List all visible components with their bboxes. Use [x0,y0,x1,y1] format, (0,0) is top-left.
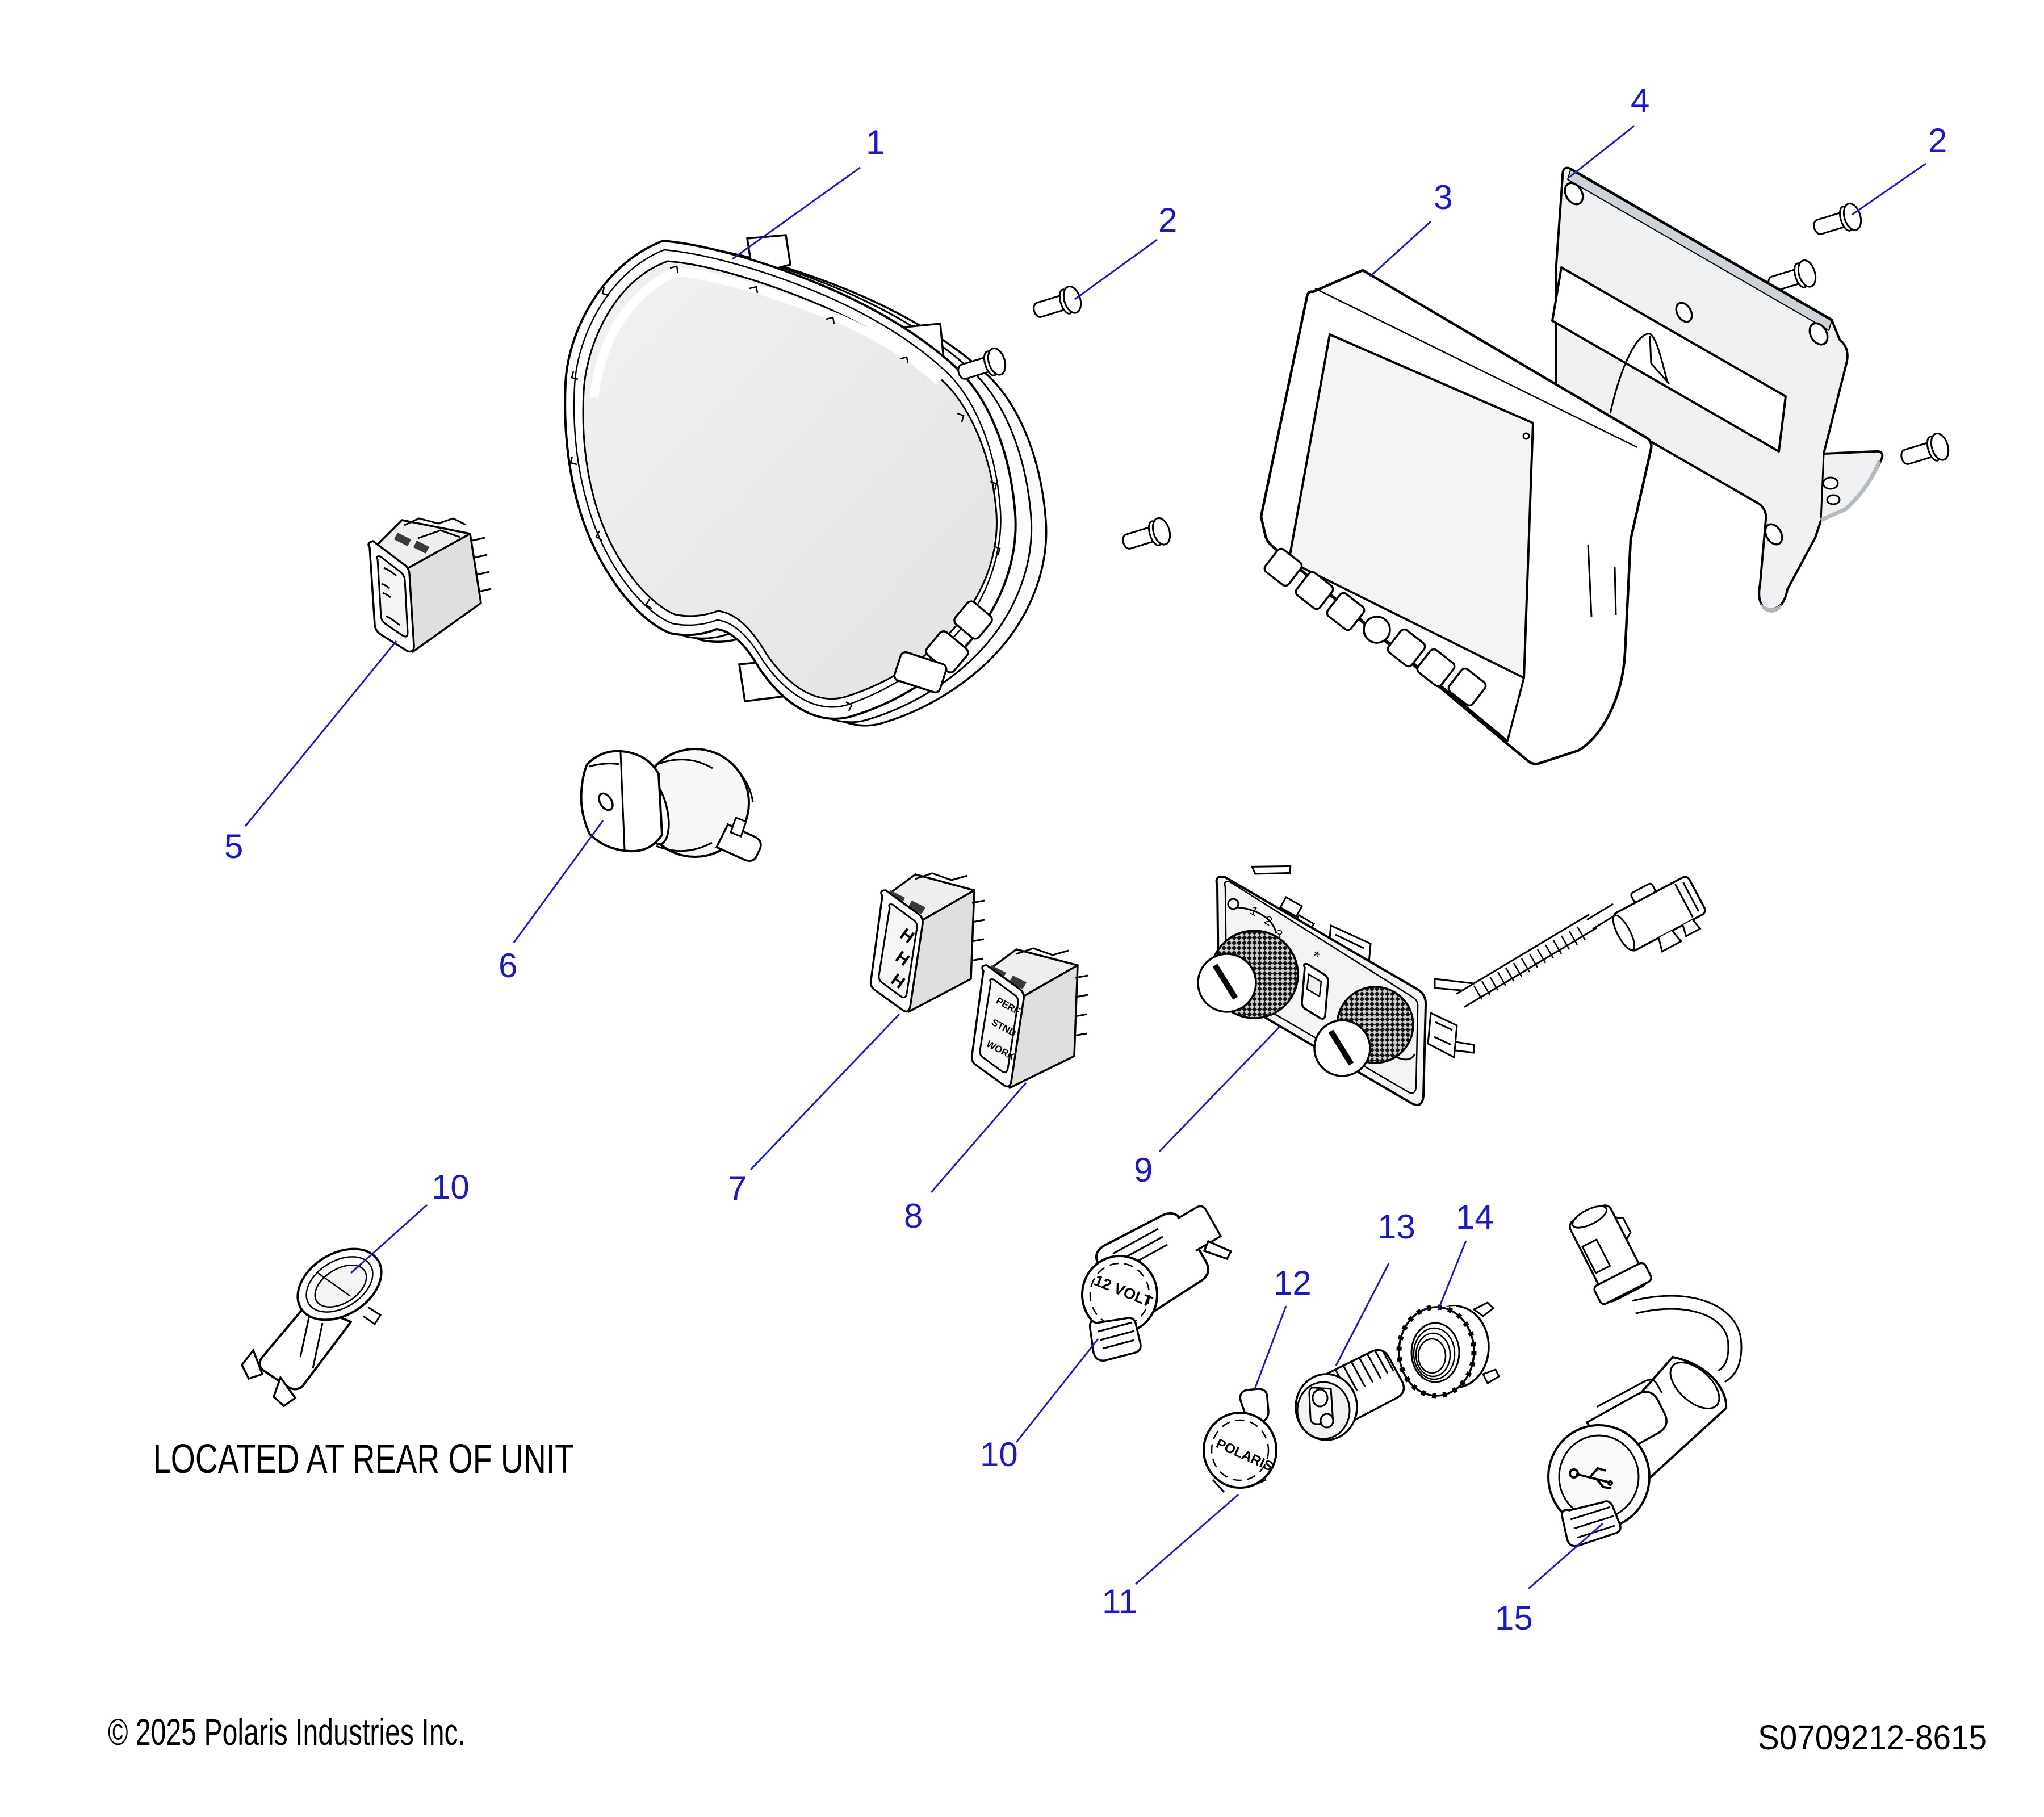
svg-text:6: 6 [499,947,517,985]
svg-text:8: 8 [904,1197,923,1235]
svg-text:12: 12 [1274,1264,1312,1302]
svg-text:10: 10 [980,1435,1018,1473]
svg-text:15: 15 [1495,1599,1533,1637]
svg-text:2: 2 [1158,201,1177,239]
svg-text:3: 3 [1434,178,1452,216]
svg-text:14: 14 [1456,1198,1494,1236]
svg-text:13: 13 [1377,1208,1415,1246]
svg-text:LOCATED AT REAR OF UNIT: LOCATED AT REAR OF UNIT [153,1437,574,1482]
svg-text:9: 9 [1134,1151,1153,1189]
svg-text:4: 4 [1631,82,1649,120]
svg-text:10: 10 [432,1168,470,1206]
svg-text:© 2025 Polaris Industries Inc.: © 2025 Polaris Industries Inc. [108,1711,466,1753]
svg-text:11: 11 [1102,1582,1137,1621]
svg-text:2: 2 [1928,122,1947,160]
svg-text:7: 7 [728,1169,747,1207]
svg-text:S0709212-8615: S0709212-8615 [1758,1718,1987,1757]
svg-text:1: 1 [866,123,885,161]
svg-text:5: 5 [224,827,243,865]
